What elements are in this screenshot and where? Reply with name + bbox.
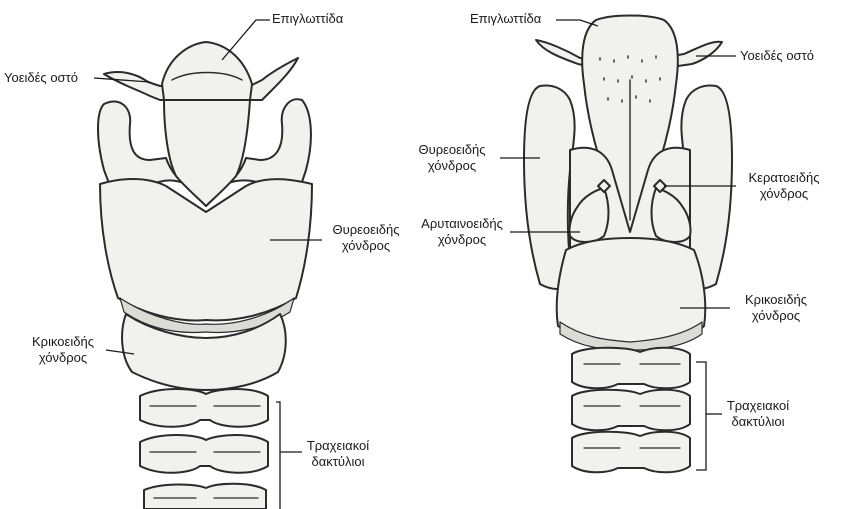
- back-cricoid-cartilage: [557, 238, 706, 344]
- back-tracheal-rings: [572, 348, 690, 473]
- front-epiglottis: [162, 42, 252, 100]
- front-laryngeal-stalk: [164, 100, 250, 206]
- back-thyroid-label: Θυρεοειδής χόνδρος: [406, 142, 498, 174]
- front-tracheal-label: Τραχειακοί δακτύλιοι: [298, 438, 378, 470]
- back-epiglottis-label: Επιγλωττίδα: [470, 11, 541, 27]
- back-hyoid-label: Υοειδές οστό: [740, 48, 814, 64]
- front-tracheal-bracket: [276, 402, 280, 509]
- front-tracheal-rings: [140, 389, 268, 509]
- front-hyoid-label: Υοειδές οστό: [4, 70, 78, 86]
- front-epiglottis-label: Επιγλωττίδα: [272, 11, 343, 27]
- back-cricoid-label: Κρικοειδής χόνδρος: [730, 292, 822, 324]
- back-corniculate-label: Κερατοειδής χόνδρος: [736, 170, 832, 202]
- front-cricoid-label: Κρικοειδής χόνδρος: [20, 334, 106, 366]
- back-arytenoid-label: Αρυταινοειδής χόνδρος: [412, 216, 512, 248]
- back-tracheal-bracket: [696, 362, 706, 470]
- back-view: [524, 16, 732, 473]
- back-tracheal-label: Τραχειακοί δακτύλιοι: [716, 398, 800, 430]
- front-thyroid-label: Θυρεοειδής χόνδρος: [318, 222, 414, 254]
